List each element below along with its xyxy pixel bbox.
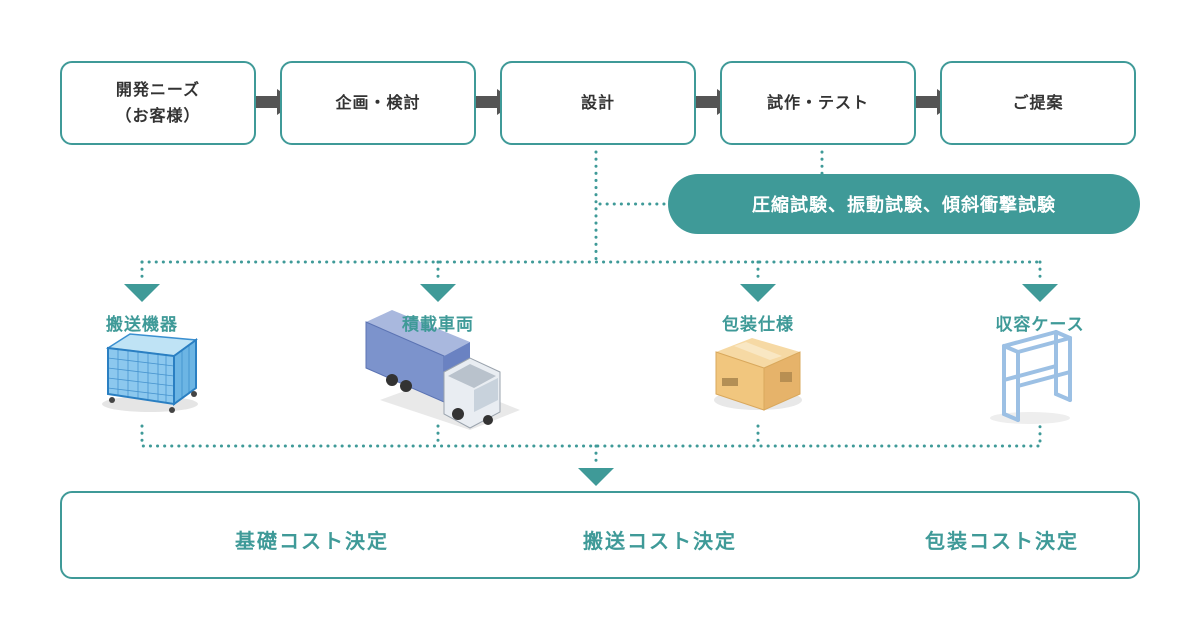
step-proposal: ご提案 (940, 61, 1136, 145)
result-base-cost: 基礎コスト決定 (235, 529, 389, 553)
step-prototype-test: 試作・テスト (720, 61, 916, 145)
step-label: 設計 (580, 93, 615, 113)
mesh-cage-cart-icon (102, 333, 199, 413)
down-arrow-icon (740, 284, 776, 302)
category-packaging-spec: 包装仕様 (722, 315, 794, 335)
down-arrow-icon (578, 468, 614, 486)
result-transport-cost: 搬送コスト決定 (583, 529, 737, 553)
category-transport-equipment: 搬送機器 (106, 315, 178, 335)
dotted-collection-line (140, 424, 1042, 448)
step-planning: 企画・検討 (280, 61, 476, 145)
step-label: 開発ニーズ （お客様） (115, 80, 201, 125)
cardboard-box-icon (714, 338, 802, 411)
category-loading-vehicle: 積載車両 (402, 315, 474, 335)
step-label: ご提案 (1012, 93, 1064, 113)
category-storage-case: 収容ケース (995, 315, 1085, 335)
steel-rack-icon (990, 330, 1072, 424)
step-design: 設計 (500, 61, 696, 145)
tests-label: 圧縮試験、振動試験、傾斜衝撃試験 (752, 195, 1056, 216)
result-packaging-cost: 包装コスト決定 (925, 529, 1079, 553)
down-arrow-icon (420, 284, 456, 302)
results-box: 基礎コスト決定 搬送コスト決定 包装コスト決定 (60, 491, 1140, 579)
step-label: 試作・テスト (766, 93, 869, 113)
step-development-needs: 開発ニーズ （お客様） (60, 61, 256, 145)
step-label: 企画・検討 (335, 93, 421, 113)
down-arrow-icon (124, 284, 160, 302)
tests-badge: 圧縮試験、振動試験、傾斜衝撃試験 (668, 174, 1140, 234)
truck-icon (365, 310, 520, 430)
down-arrow-icon (1022, 284, 1058, 302)
